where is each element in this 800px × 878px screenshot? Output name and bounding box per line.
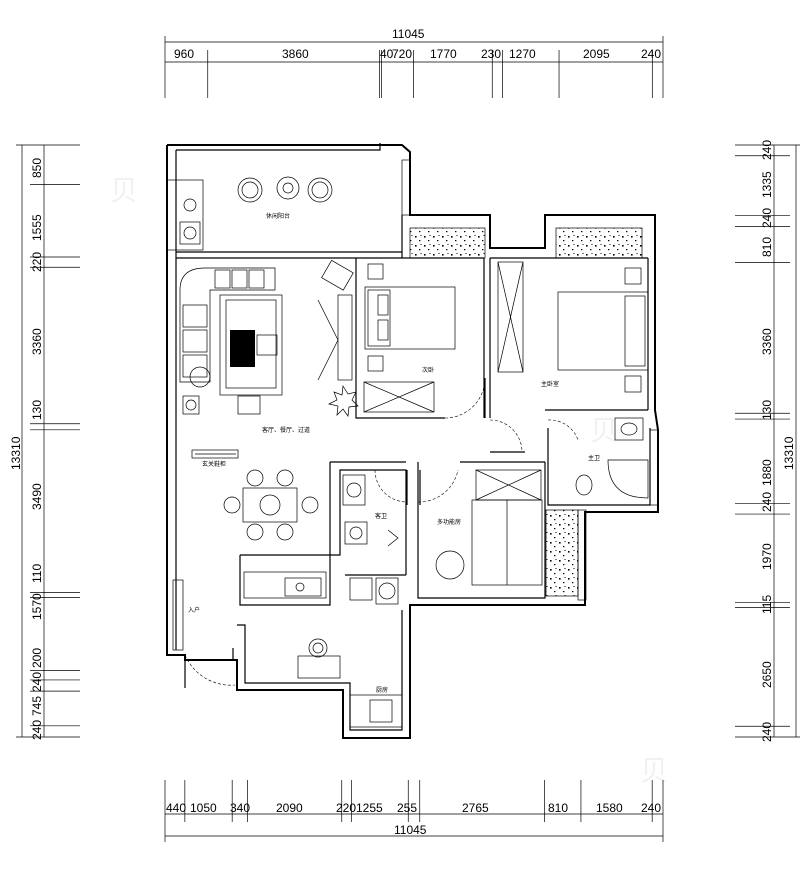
- dim-left-seg: 3360: [30, 328, 44, 355]
- dim-top-seg: 1770: [430, 47, 457, 61]
- dim-top-seg: 3860: [282, 47, 309, 61]
- dim-left-seg: 200: [30, 648, 44, 668]
- dim-top-seg: 240: [641, 47, 661, 61]
- doors: [184, 377, 579, 688]
- dim-left-seg: 110: [30, 564, 44, 583]
- bedroom-furniture: [363, 261, 649, 413]
- dining-furniture: [191, 449, 319, 541]
- dim-left-total: 13310: [9, 436, 23, 470]
- svg-text:贝: 贝: [110, 175, 138, 206]
- watermark: 贝 贝 贝: [110, 175, 668, 786]
- dim-left-seg: 3490: [30, 483, 44, 510]
- dim-top-seg: 720: [392, 47, 412, 61]
- dim-bottom-seg: 1050: [190, 801, 217, 815]
- dim-left-seg: 745: [30, 696, 44, 716]
- dim-right-seg: 130: [760, 400, 774, 420]
- dimension-top: 11045 960 3860 40 720 1770 230 1270 2095…: [164, 27, 664, 98]
- dim-bottom-seg: 2765: [462, 801, 489, 815]
- dim-top-seg: 960: [174, 47, 194, 61]
- dim-bottom-seg: 220: [336, 801, 356, 815]
- label-multi-room: 多功能房: [437, 518, 461, 526]
- dim-right-seg: 240: [760, 208, 774, 228]
- dim-left-seg: 130: [30, 400, 44, 420]
- dim-left-seg: 240: [30, 672, 44, 692]
- svg-text:贝: 贝: [640, 755, 668, 786]
- label-living-dining: 客厅、餐厅、过道: [262, 426, 310, 434]
- dim-left-seg: 240: [30, 720, 44, 740]
- kitchen-furniture: [243, 571, 403, 728]
- dim-bottom-seg: 1580: [596, 801, 623, 815]
- dim-right-seg: 240: [760, 140, 774, 160]
- dim-bottom-seg: 810: [548, 801, 568, 815]
- label-guest-bath: 客卫: [375, 512, 387, 520]
- label-entrance: 入户: [188, 606, 200, 614]
- dim-top-total: 11045: [392, 27, 425, 41]
- dim-bottom-seg: 440: [166, 801, 186, 815]
- dim-right-seg: 3360: [760, 328, 774, 355]
- label-leisure-balcony: 休闲阳台: [266, 212, 290, 220]
- living-furniture: [179, 259, 359, 417]
- dim-right-seg: 115: [760, 595, 774, 614]
- label-second-bedroom: 次卧: [422, 366, 434, 374]
- planter-hatch: [409, 227, 643, 597]
- dim-left-seg: 1555: [30, 214, 44, 241]
- dim-right-seg: 1335: [760, 171, 774, 198]
- dim-right-total: 13310: [782, 436, 796, 470]
- dim-left-seg: 1570: [30, 593, 44, 620]
- balcony-furniture: [175, 176, 333, 251]
- label-kitchen: 厨房: [376, 686, 388, 694]
- dim-top-seg: 40: [380, 47, 394, 61]
- dim-top-seg: 2095: [583, 47, 610, 61]
- dim-bottom-seg: 255: [397, 801, 417, 815]
- dim-bottom-seg: 1255: [356, 801, 383, 815]
- dim-bottom-total: 11045: [394, 823, 427, 837]
- dimension-right: 240 1335 240 810 3360 130 1880 240 1970 …: [735, 140, 800, 742]
- svg-text:贝: 贝: [590, 415, 618, 446]
- dim-right-seg: 240: [760, 722, 774, 742]
- dim-right-seg: 810: [760, 237, 774, 257]
- windows: [166, 159, 659, 651]
- dimension-bottom: 440 1050 340 2090 220 1255 255 2765 810 …: [164, 780, 664, 842]
- dim-right-seg: 1970: [760, 543, 774, 570]
- dim-right-seg: 1880: [760, 459, 774, 486]
- dim-right-seg: 2650: [760, 661, 774, 688]
- dim-bottom-seg: 240: [641, 801, 661, 815]
- dim-top-seg: 1270: [509, 47, 536, 61]
- bath-furniture: [342, 417, 649, 586]
- dim-bottom-seg: 2090: [276, 801, 303, 815]
- room-labels: 休闲阳台 次卧 主卧室 客厅、餐厅、过道 玄关鞋柜 客卫 主卫 多功能房 入户 …: [188, 212, 600, 694]
- dim-left-seg: 220: [30, 252, 44, 272]
- dim-top-seg: 230: [481, 47, 501, 61]
- label-shoe-cabinet: 玄关鞋柜: [202, 460, 226, 468]
- dimension-left: 13310 850 1555 220 3360 130 3490 110 157…: [9, 144, 80, 740]
- label-master-bath: 主卫: [588, 454, 600, 462]
- dim-left-seg: 850: [30, 158, 44, 178]
- label-master-bedroom: 主卧室: [541, 380, 559, 388]
- dim-right-seg: 240: [760, 492, 774, 512]
- dim-bottom-seg: 340: [230, 801, 250, 815]
